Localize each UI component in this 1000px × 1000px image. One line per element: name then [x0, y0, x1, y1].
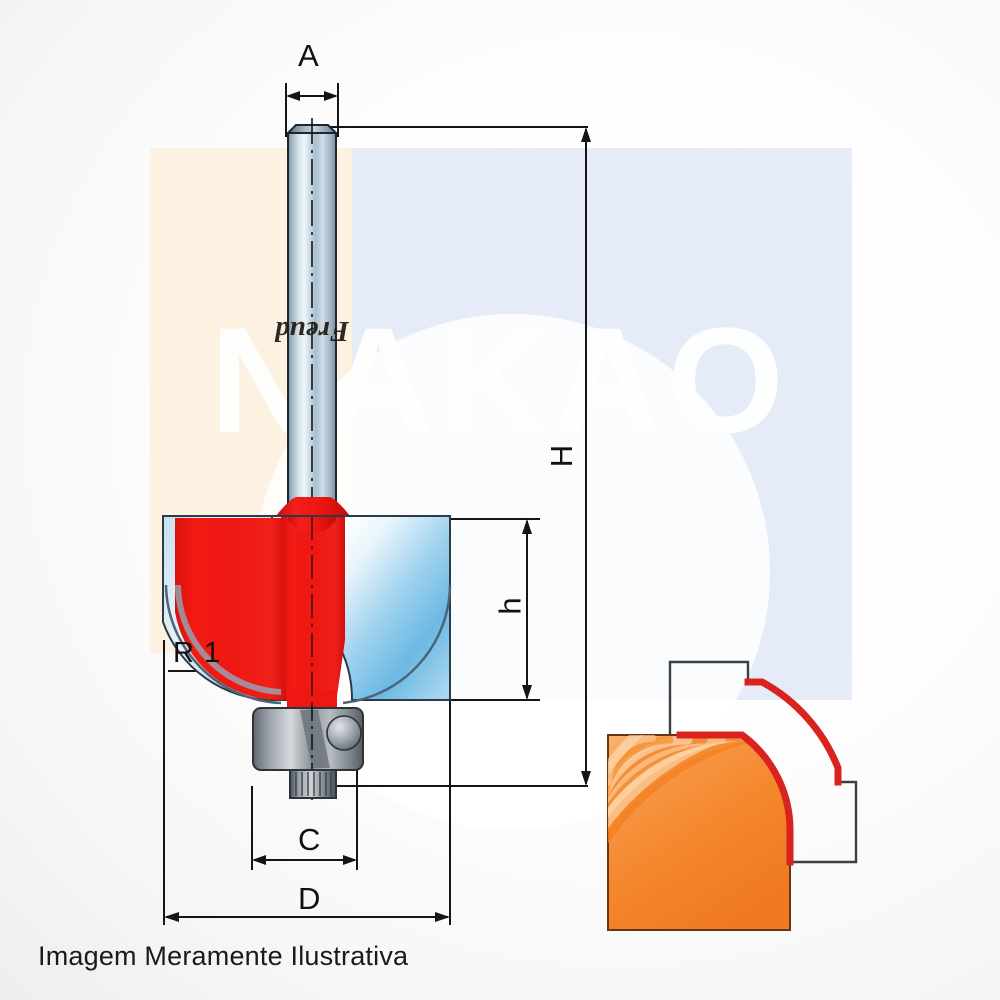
dimension-label-radius: R 1	[173, 637, 222, 669]
illustrative-caption: Imagem Meramente Ilustrativa	[38, 941, 409, 971]
dimension-label-A: A	[298, 38, 319, 73]
dimension-label-h: h	[492, 597, 528, 615]
dim-H-arrowhead-bottom	[581, 771, 591, 786]
profile-outline-upper	[668, 660, 750, 735]
dim-D-arrowhead-left	[164, 912, 179, 922]
dimension-label-C: C	[298, 822, 321, 857]
cutter-body-left	[175, 518, 289, 701]
cut-profile-red	[676, 678, 842, 866]
cutter-shoulder	[276, 497, 350, 516]
bearing-screw-head	[289, 769, 337, 799]
bearing-ball	[326, 715, 362, 751]
roundover-arc-left	[164, 584, 282, 705]
carbide-cutting-edge-right	[335, 515, 451, 701]
router-bit: Freud	[162, 118, 452, 800]
cutter-tip	[287, 690, 337, 708]
dim-H-arrowhead-top	[581, 127, 591, 142]
dim-C-arrowhead-left	[252, 855, 266, 865]
dim-A-arrowhead-left	[286, 91, 300, 101]
dim-D-arrowhead-right	[435, 912, 450, 922]
cut-profile-offset	[744, 678, 842, 786]
cutter-head	[162, 497, 452, 720]
dimension-label-H: H	[544, 444, 580, 468]
profile-outline-lower	[790, 780, 858, 864]
bearing-screw-knurling	[295, 772, 332, 796]
cut-profile-on-workpiece	[676, 731, 794, 866]
roundover-arc-left-inner	[175, 584, 282, 695]
profile-demo	[607, 660, 858, 931]
dim-h-arrowhead-top	[522, 519, 532, 534]
dim-C-arrowhead-right	[343, 855, 357, 865]
dim-h-arrowhead-bottom	[522, 685, 532, 700]
cutter-body	[281, 516, 345, 703]
shank: Freud	[274, 118, 350, 520]
guide-bearing	[252, 705, 364, 800]
freud-brand-mark: Freud	[274, 315, 350, 347]
dimension-label-D: D	[298, 881, 321, 916]
roundover-arc-right	[342, 584, 452, 705]
bearing-screw	[289, 769, 337, 799]
bearing-inner-race	[300, 710, 330, 768]
dim-A-arrowhead-right	[324, 91, 338, 101]
roundover-profile-outline	[668, 660, 858, 864]
